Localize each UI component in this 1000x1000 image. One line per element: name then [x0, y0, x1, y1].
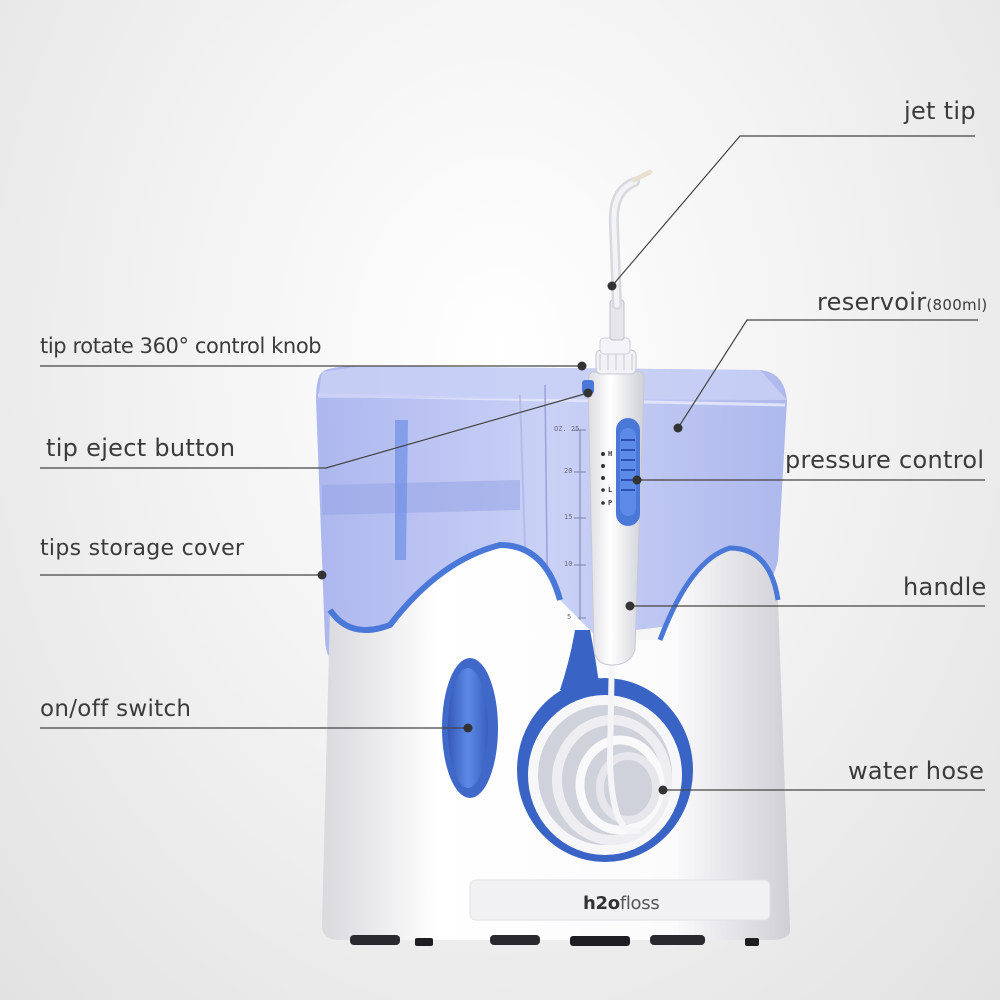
callout-tip-rotate-knob: tip rotate 360° control knob: [40, 334, 322, 358]
brand-logo-bold: h2o: [583, 893, 620, 914]
on-off-switch-button[interactable]: [442, 658, 498, 798]
callout-reservoir: reservoir(800ml): [817, 288, 988, 316]
callout-tips-storage-cover: tips storage cover: [40, 536, 245, 561]
scale-unit-label: OZ. 25: [554, 425, 579, 433]
scale-unit: OZ.: [554, 425, 567, 433]
pressure-mark-high: H: [608, 450, 613, 458]
callout-pressure-control: pressure control: [785, 446, 985, 474]
brand-logo-light: floss: [619, 893, 660, 914]
brand-logo: h2ofloss: [583, 893, 660, 914]
pressure-mark-low: L: [608, 486, 613, 494]
flosser-handle[interactable]: [582, 299, 645, 666]
callout-handle: handle: [903, 573, 987, 601]
scale-tick-10: 10: [564, 560, 573, 568]
scale-tick-25: 25: [570, 425, 580, 433]
callout-on-off-switch: on/off switch: [40, 696, 192, 722]
callout-reservoir-capacity: (800ml): [926, 296, 988, 314]
tip-eject-icon[interactable]: [582, 380, 594, 394]
scale-tick-20: 20: [564, 467, 573, 475]
callout-water-hose: water hose: [848, 757, 985, 785]
callout-reservoir-text: reservoir: [817, 288, 927, 316]
callout-tip-eject-button: tip eject button: [46, 434, 236, 462]
pressure-mark-pulse: P: [608, 499, 613, 507]
scale-tick-15: 15: [564, 513, 573, 521]
callout-jet-tip: jet tip: [904, 97, 976, 125]
jet-tip[interactable]: [608, 169, 653, 310]
hose-holder: [517, 630, 693, 862]
scale-tick-5: 5: [567, 613, 572, 621]
